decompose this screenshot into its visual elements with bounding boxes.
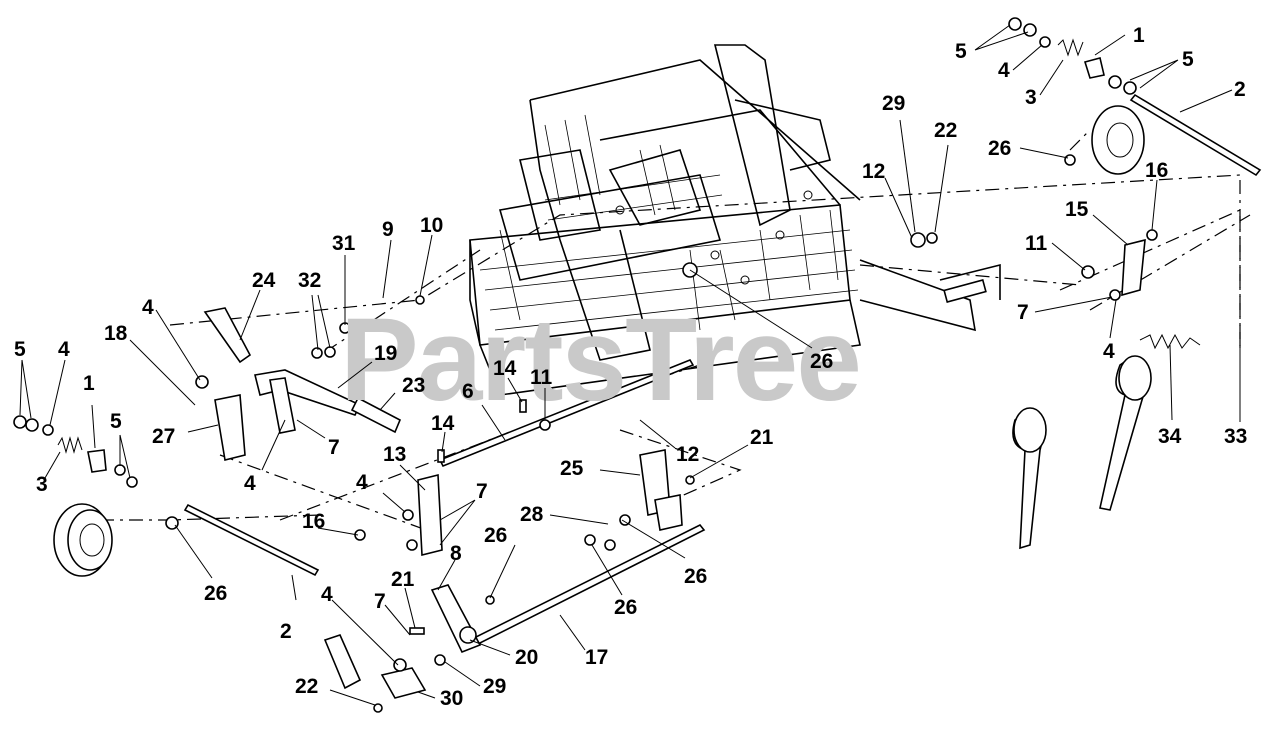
callout-label: 29 — [483, 675, 506, 698]
callout-label: 5 — [1182, 48, 1194, 71]
callout-label: 26 — [988, 137, 1011, 160]
callout-label: 23 — [402, 374, 425, 397]
callout-label: 27 — [152, 425, 175, 448]
callout-label: 16 — [302, 510, 325, 533]
callout-label: 12 — [862, 160, 885, 183]
callout-label: 26 — [484, 524, 507, 547]
callout-label: 26 — [684, 565, 707, 588]
callout-label: 33 — [1224, 425, 1247, 448]
callout-label: 4 — [58, 338, 70, 361]
right-components — [910, 17, 1262, 550]
callout-label: 7 — [328, 436, 340, 459]
callout-label: 17 — [585, 646, 608, 669]
callout-label: 26 — [810, 350, 833, 373]
callout-label: 12 — [676, 443, 699, 466]
callout-label: 4 — [244, 472, 256, 495]
callout-label: 24 — [252, 269, 276, 292]
leader-lines — [19, 24, 1241, 706]
callout-label: 13 — [383, 443, 406, 466]
callout-label: 8 — [450, 542, 462, 565]
callout-label: 3 — [1025, 86, 1037, 109]
left-components — [13, 295, 695, 577]
callout-label: 4 — [321, 583, 333, 606]
callout-label: 19 — [374, 342, 397, 365]
callout-label: 18 — [104, 322, 128, 345]
callout-label: 5 — [955, 40, 967, 63]
callout-label: 32 — [298, 269, 321, 292]
callout-label: 25 — [560, 457, 584, 480]
callout-label: 14 — [431, 412, 455, 435]
callout-label: 11 — [1025, 232, 1048, 255]
callout-label: 2 — [280, 620, 292, 643]
callout-label: 29 — [882, 92, 905, 115]
callout-label: 6 — [462, 380, 474, 403]
callout-label: 7 — [374, 590, 386, 613]
callout-label: 5 — [110, 410, 122, 433]
callout-label: 7 — [476, 480, 488, 503]
callout-label: 16 — [1145, 159, 1168, 182]
callout-label: 10 — [420, 214, 443, 237]
callout-label: 34 — [1158, 425, 1182, 448]
center-components — [323, 449, 706, 713]
callout-label: 5 — [14, 338, 26, 361]
callout-label: 22 — [934, 119, 957, 142]
callout-label: 2 — [1234, 78, 1246, 101]
callout-label: 11 — [530, 366, 553, 389]
callout-label: 31 — [332, 232, 356, 255]
callout-label: 4 — [998, 59, 1010, 82]
callout-label: 4 — [356, 471, 368, 494]
callout-label: 1 — [83, 372, 95, 395]
callout-label: 21 — [750, 426, 774, 449]
callout-label: 3 — [36, 473, 48, 496]
callout-label: 4 — [1103, 340, 1115, 363]
callout-label: 21 — [391, 568, 415, 591]
callout-label: 1 — [1133, 24, 1145, 47]
callout-label: 26 — [614, 596, 637, 619]
callout-label: 9 — [382, 218, 394, 241]
callout-numbers: 5 1 4 5 3 2 29 22 26 12 16 15 11 7 4 34 … — [14, 24, 1247, 710]
watermark-text: PartsTree — [340, 294, 860, 426]
callout-label: 22 — [295, 675, 318, 698]
callout-label: 30 — [440, 687, 463, 710]
callout-label: 20 — [515, 646, 538, 669]
callout-label: 28 — [520, 503, 544, 526]
callout-label: 4 — [142, 296, 154, 319]
callout-label: 14 — [493, 357, 517, 380]
callout-label: 15 — [1065, 198, 1089, 221]
callout-label: 26 — [204, 582, 227, 605]
callout-label: 7 — [1017, 301, 1029, 324]
